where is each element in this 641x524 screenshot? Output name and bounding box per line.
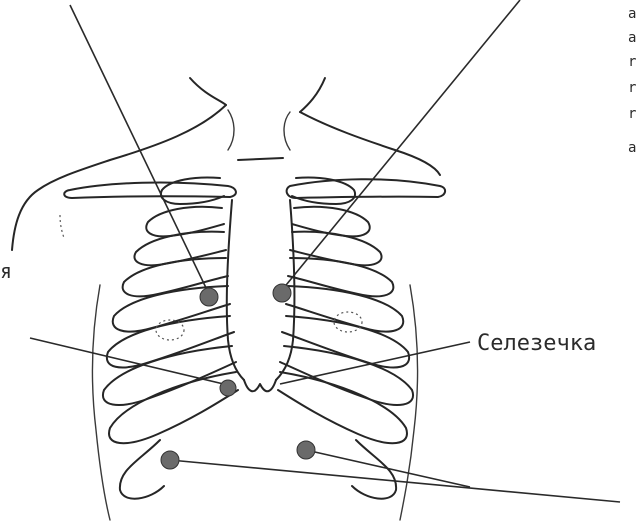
dotted-regions (60, 215, 362, 340)
right-fragment-line: r (628, 54, 636, 70)
right-fragment-line: r (628, 80, 636, 96)
right-fragment-line: a (628, 6, 636, 22)
right-fragment-column: a a r r r a (628, 6, 636, 156)
sternum (227, 110, 295, 391)
spleen-label: Селезечка (477, 331, 596, 356)
left-fragment-label: я (0, 259, 12, 283)
clavicles (64, 179, 445, 198)
right-fragment-line: r (628, 106, 636, 122)
leader-lines (30, 0, 620, 502)
right-fragment-line: a (628, 30, 636, 46)
right-fragment-line: a (628, 140, 636, 156)
marker-points (161, 284, 315, 469)
